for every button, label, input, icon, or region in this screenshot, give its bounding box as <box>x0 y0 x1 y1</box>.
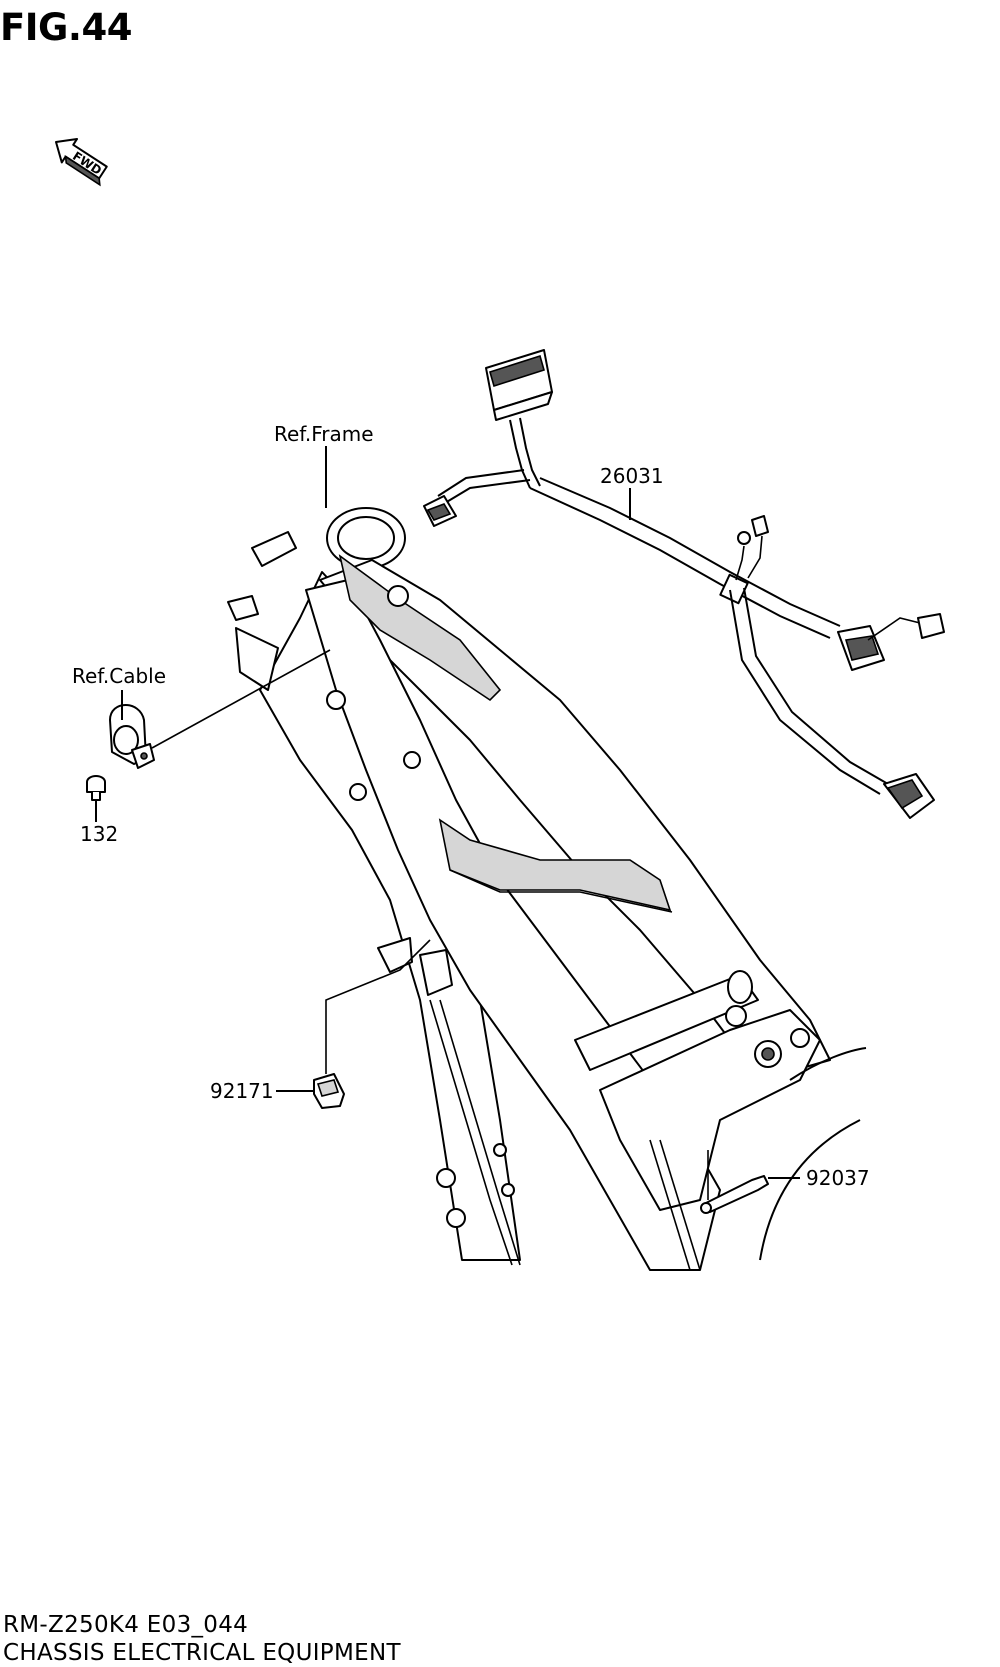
frame-drawing <box>227 507 867 1271</box>
callout-92037: 92037 <box>806 1166 870 1190</box>
wiring-harness-26031 <box>423 349 945 819</box>
section-title: CHASSIS ELECTRICAL EQUIPMENT <box>3 1640 401 1666</box>
cable-clamp-part <box>109 704 155 769</box>
figure-title: FIG.44 <box>0 6 132 49</box>
leader-lines <box>95 446 800 1200</box>
callout-132: 132 <box>80 822 118 846</box>
cable-tie-92037-part <box>700 1175 769 1214</box>
callout-ref-cable: Ref.Cable <box>72 664 166 688</box>
fwd-arrow-icon: FWD <box>55 137 108 187</box>
callout-92171: 92171 <box>210 1079 274 1103</box>
model-code: RM-Z250K4 E03_044 <box>3 1612 249 1638</box>
bolt-132-part <box>86 775 106 801</box>
callout-ref-frame: Ref.Frame <box>274 422 374 446</box>
clamp-92171-part <box>313 1073 345 1109</box>
callout-26031: 26031 <box>600 464 664 488</box>
